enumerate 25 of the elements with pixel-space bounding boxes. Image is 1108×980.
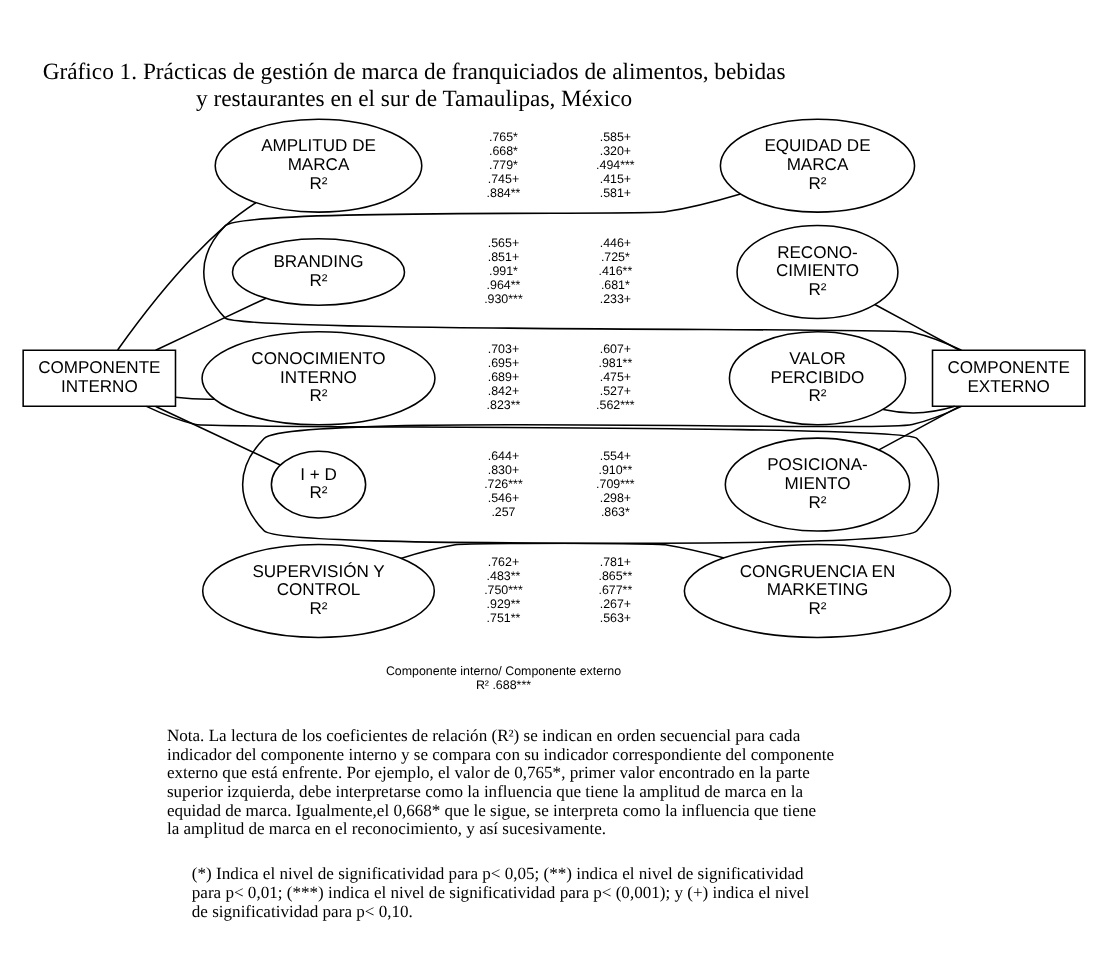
- label: Nota. La lectura de los coeficientes de relación (R²) se indican en orden secuencial para cada indicador del componente interno y se compara con su indicador correspondiente del componente externo que está enfrente. Por ejemplo, el valor de 0,765*, primer valor encontrado en la parte superior izquierda, debe interpretarse como la influencia que tiene la amplitud de marca en la equidad de marca. Igualmente,el 0,668* que le sigue, se interpreta como la influencia que tiene la amplitud de marca en el reconocimiento, y así sucesivamente.: [166, 723, 835, 838]
- node-ellipse: POSICIONA- MIENTO R²: [724, 436, 911, 531]
- connector: [145, 404, 940, 559]
- connector: [154, 296, 267, 351]
- node-box: COMPONENTE EXTERNO: [931, 348, 1086, 407]
- node-ellipse: EQUIDAD DE MARCA R²: [719, 117, 916, 212]
- diagram-title: Gráfico 1. Prácticas de gestión de marca de franquiciados de alimentos, bebidas y restaurantes en el sur de Tamaulipas, México: [42, 58, 786, 111]
- connector: [874, 302, 960, 350]
- node-ellipse: RECONO- CIMIENTO R²: [736, 223, 899, 319]
- connector: [116, 200, 257, 350]
- connector: [155, 404, 281, 465]
- connector: [203, 192, 963, 350]
- connector: [878, 404, 961, 450]
- node-ellipse: VALOR PERCIBIDO R²: [728, 330, 907, 425]
- node-ellipse: CONGRUENCIA EN MARKETING R²: [683, 542, 952, 638]
- node-ellipse: AMPLITUD DE MARCA R²: [214, 117, 423, 212]
- connector: [174, 395, 216, 400]
- node-ellipse: BRANDING R²: [231, 236, 406, 306]
- node-ellipse: I + D R²: [270, 449, 367, 518]
- connector: [882, 404, 956, 413]
- label: (*) Indica el nivel de significatividad para p< 0,05; (**) indica el nivel de significatividad para p< 0,01; (***) indica el nivel de significatividad para p< (0,001); y (+) indica el nivel de significatividad para p< 0,10.: [191, 862, 810, 920]
- node-box: COMPONENTE INTERNO: [22, 348, 177, 407]
- connector: [241, 404, 963, 558]
- node-ellipse: SUPERVISIÓN Y CONTROL R²: [201, 542, 436, 638]
- node-ellipse: CONOCIMIENTO INTERNO R²: [201, 330, 436, 425]
